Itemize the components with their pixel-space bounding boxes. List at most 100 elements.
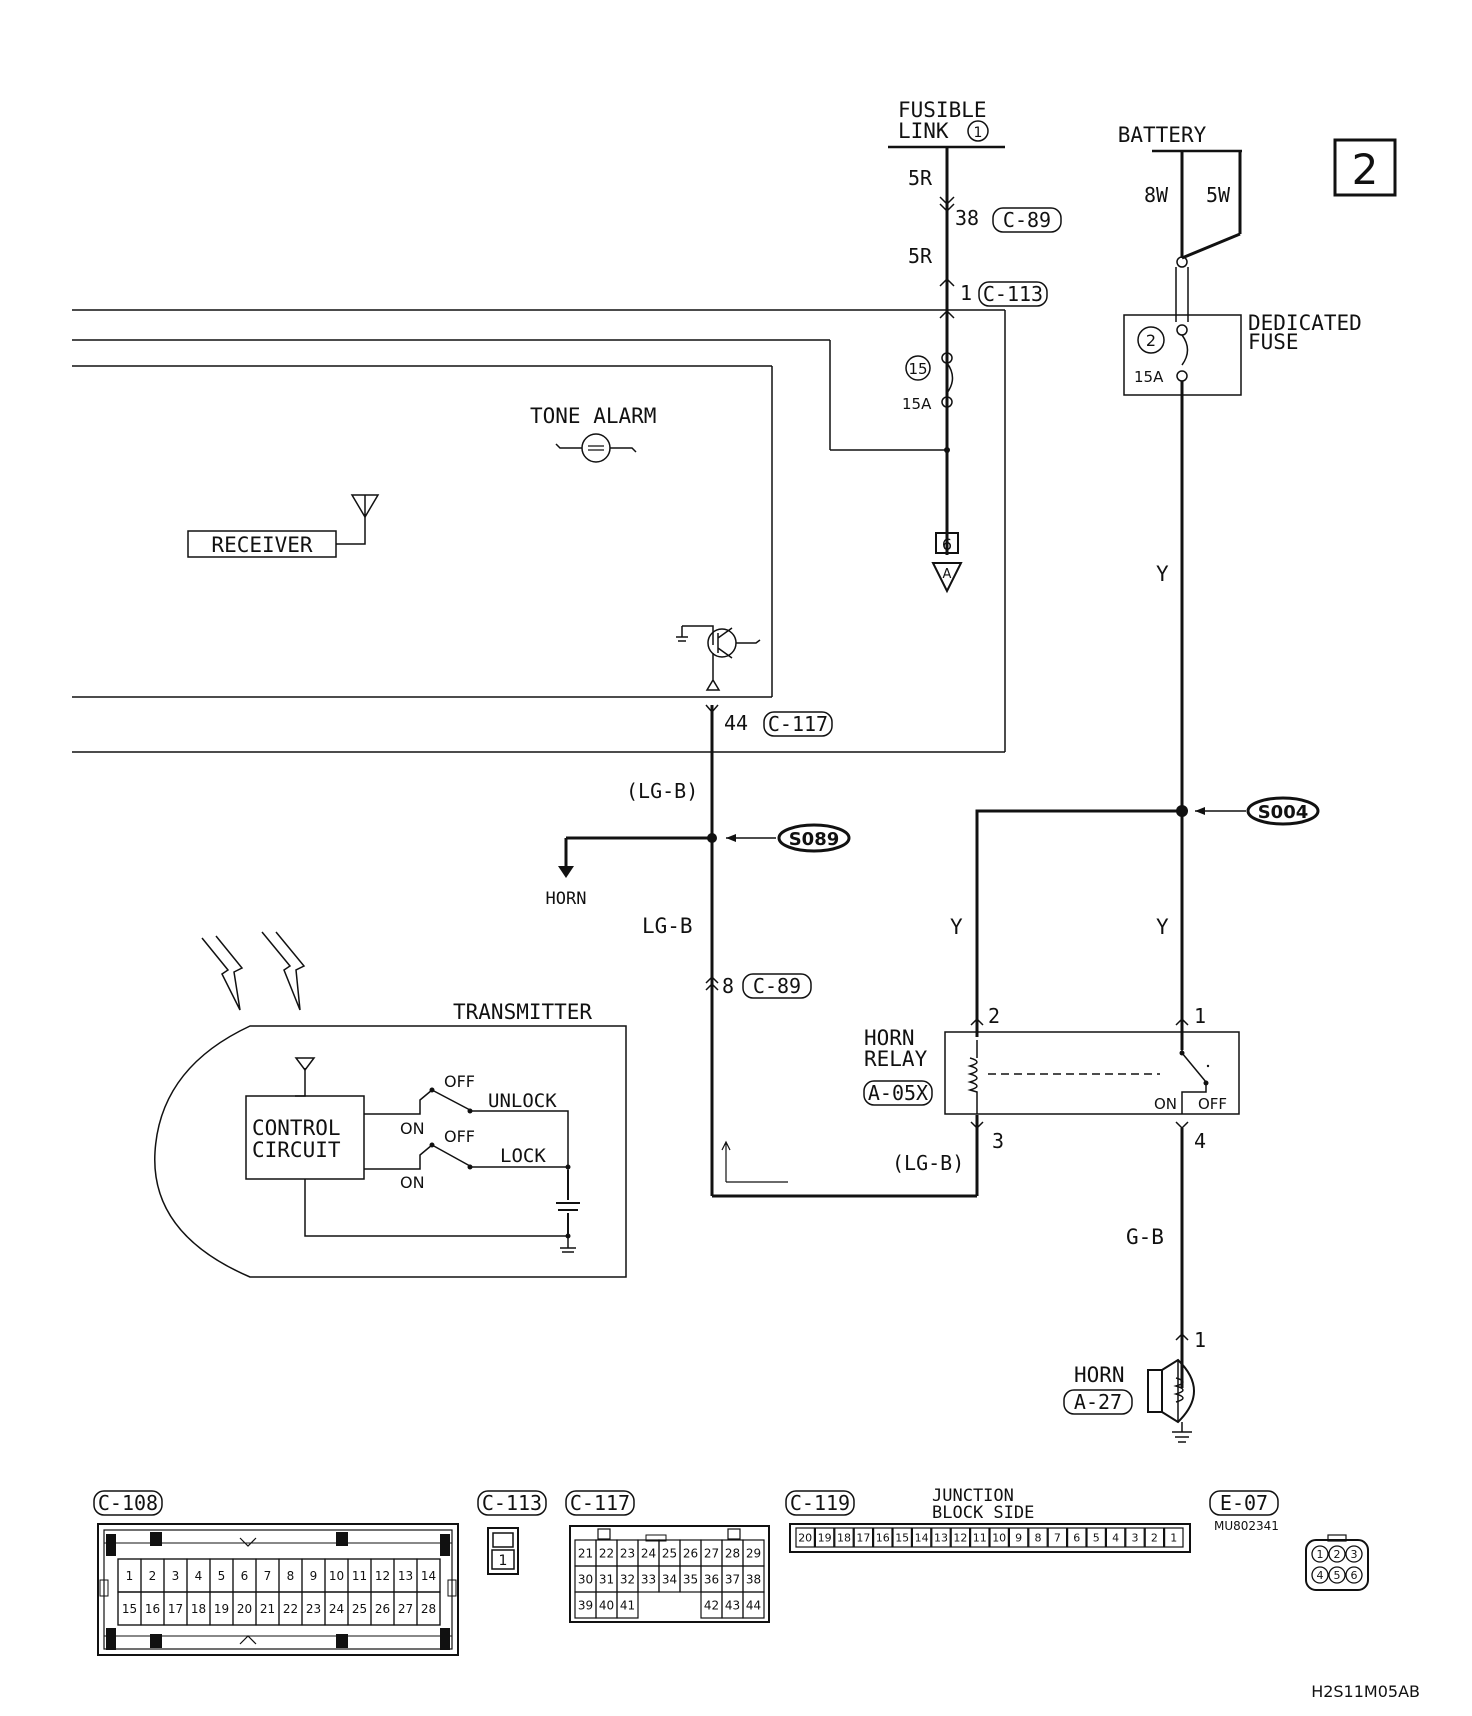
- unlock-label: UNLOCK: [488, 1090, 557, 1112]
- wire-y-left: Y: [950, 915, 963, 939]
- c108-pin-25: 25: [352, 1602, 367, 1616]
- svg-text:C-113: C-113: [983, 282, 1043, 306]
- c117-pin-33: 33: [641, 1572, 656, 1586]
- connector-c89-bottom: C-89: [742, 973, 812, 999]
- c108-pin-22: 22: [283, 1602, 298, 1616]
- pin-38: 38: [955, 206, 979, 230]
- c108-pin-12: 12: [375, 1569, 390, 1583]
- c119-pin-8: 8: [1035, 1531, 1042, 1544]
- wire-y-top: Y: [1156, 562, 1169, 586]
- relay-off-label: OFF: [1198, 1095, 1227, 1113]
- battery-source: BATTERY: [1118, 123, 1242, 153]
- svg-text:C-108: C-108: [98, 1491, 158, 1515]
- wire-lgb: LG-B: [642, 914, 693, 938]
- e07-pin-5: 5: [1334, 1569, 1341, 1582]
- control-circuit-label-1: CONTROL: [252, 1116, 341, 1140]
- relay-pin-2: 2: [988, 1004, 1000, 1028]
- battery-label: BATTERY: [1118, 123, 1207, 147]
- c108-pin-16: 16: [145, 1602, 160, 1616]
- c108-pin-13: 13: [398, 1569, 413, 1583]
- c108-pin-23: 23: [306, 1602, 321, 1616]
- c117-pin-29: 29: [746, 1546, 761, 1560]
- c119-pin-14: 14: [915, 1531, 929, 1544]
- c108-pin-7: 7: [264, 1569, 272, 1583]
- horn-relay-label-1: HORN: [864, 1026, 915, 1050]
- connector-c113: C-113: [978, 281, 1048, 307]
- c108-pin-4: 4: [195, 1569, 203, 1583]
- page-number-box: 2: [1333, 138, 1397, 197]
- c117-pin-39: 39: [578, 1598, 593, 1612]
- wire-gb: G-B: [1126, 1225, 1164, 1249]
- svg-text:E-07: E-07: [1220, 1491, 1268, 1515]
- e07-pin-4: 4: [1317, 1569, 1324, 1582]
- e07-pin-6: 6: [1351, 1569, 1358, 1582]
- c108-pin-6: 6: [241, 1569, 249, 1583]
- svg-text:C-117: C-117: [570, 1491, 630, 1515]
- e07-part-number: MU802341: [1214, 1519, 1279, 1533]
- fusible-link-label-1: FUSIBLE: [898, 98, 987, 122]
- c117-pin-25: 25: [662, 1546, 677, 1560]
- c117-pin-26: 26: [683, 1546, 698, 1560]
- document-code: H2S11M05AB: [1311, 1682, 1420, 1701]
- relay-pin-3: 3: [992, 1129, 1004, 1153]
- c108-pin-18: 18: [191, 1602, 206, 1616]
- pin-44: 44: [724, 711, 748, 735]
- dedicated-fuse: 2 15A DEDICATED FUSE: [1123, 311, 1362, 396]
- connector-c117: C-117: [763, 711, 833, 737]
- c119-pin-15: 15: [895, 1531, 909, 1544]
- c117-pin-42: 42: [704, 1598, 719, 1612]
- c108-pin-26: 26: [375, 1602, 390, 1616]
- pin-1-c113: 1: [960, 281, 972, 305]
- c108-pin-17: 17: [168, 1602, 183, 1616]
- c119-pin-11: 11: [973, 1531, 987, 1544]
- horn: HORN A-27: [1063, 1358, 1195, 1443]
- c119-pin-9: 9: [1015, 1531, 1022, 1544]
- c108-pin-20: 20: [237, 1602, 252, 1616]
- unlock-off-label: OFF: [444, 1072, 475, 1091]
- wire-5r-top: 5R: [908, 166, 933, 190]
- receiver-label: RECEIVER: [211, 533, 313, 557]
- horn-label: HORN: [1074, 1363, 1125, 1387]
- transmitter-label: TRANSMITTER: [453, 1000, 592, 1024]
- c119-pin-6: 6: [1073, 1531, 1080, 1544]
- dedicated-fuse-rating: 15A: [1134, 368, 1164, 386]
- c117-pin-23: 23: [620, 1546, 635, 1560]
- c108-pin-3: 3: [172, 1569, 180, 1583]
- c108-pin-15: 15: [122, 1602, 137, 1616]
- wire-y-right: Y: [1156, 915, 1169, 939]
- horn-relay-code: A-05X: [868, 1081, 928, 1105]
- e07-pin-3: 3: [1351, 1548, 1358, 1561]
- c108-pin-14: 14: [421, 1569, 436, 1583]
- connector-c89-top: C-89: [992, 207, 1062, 233]
- control-circuit-label-2: CIRCUIT: [252, 1138, 341, 1162]
- lock-label: LOCK: [500, 1145, 546, 1167]
- c117-pin-34: 34: [662, 1572, 677, 1586]
- svg-text:S004: S004: [1258, 802, 1309, 823]
- c117-pin-24: 24: [641, 1546, 656, 1560]
- pin-8: 8: [722, 974, 734, 998]
- horn-pin-1: 1: [1194, 1328, 1206, 1352]
- c108-pin-27: 27: [398, 1602, 413, 1616]
- svg-text:C-119: C-119: [790, 1491, 850, 1515]
- fusible-link-number: 1: [974, 125, 983, 141]
- c119-pin-18: 18: [837, 1531, 851, 1544]
- fuse-15: 15 15A: [902, 352, 954, 413]
- junction-block-outline: [72, 309, 1006, 753]
- c117-pin-41: 41: [620, 1598, 635, 1612]
- svg-text:C-117: C-117: [768, 712, 828, 736]
- c108-pin-9: 9: [310, 1569, 318, 1583]
- c119-pin-10: 10: [992, 1531, 1006, 1544]
- lock-on-label: ON: [400, 1173, 425, 1192]
- relay-on-label: ON: [1154, 1095, 1177, 1113]
- c117-pin-28: 28: [725, 1546, 740, 1560]
- svg-text:C-89: C-89: [1003, 208, 1051, 232]
- c108-pin-24: 24: [329, 1602, 344, 1616]
- tone-alarm: TONE ALARM: [530, 404, 656, 463]
- transmitter: TRANSMITTER CONTROL CIRCUIT OFF ON UNLOC…: [154, 931, 627, 1278]
- c117-pin-35: 35: [683, 1572, 698, 1586]
- c108-pin-8: 8: [287, 1569, 295, 1583]
- tone-alarm-label: TONE ALARM: [530, 404, 656, 428]
